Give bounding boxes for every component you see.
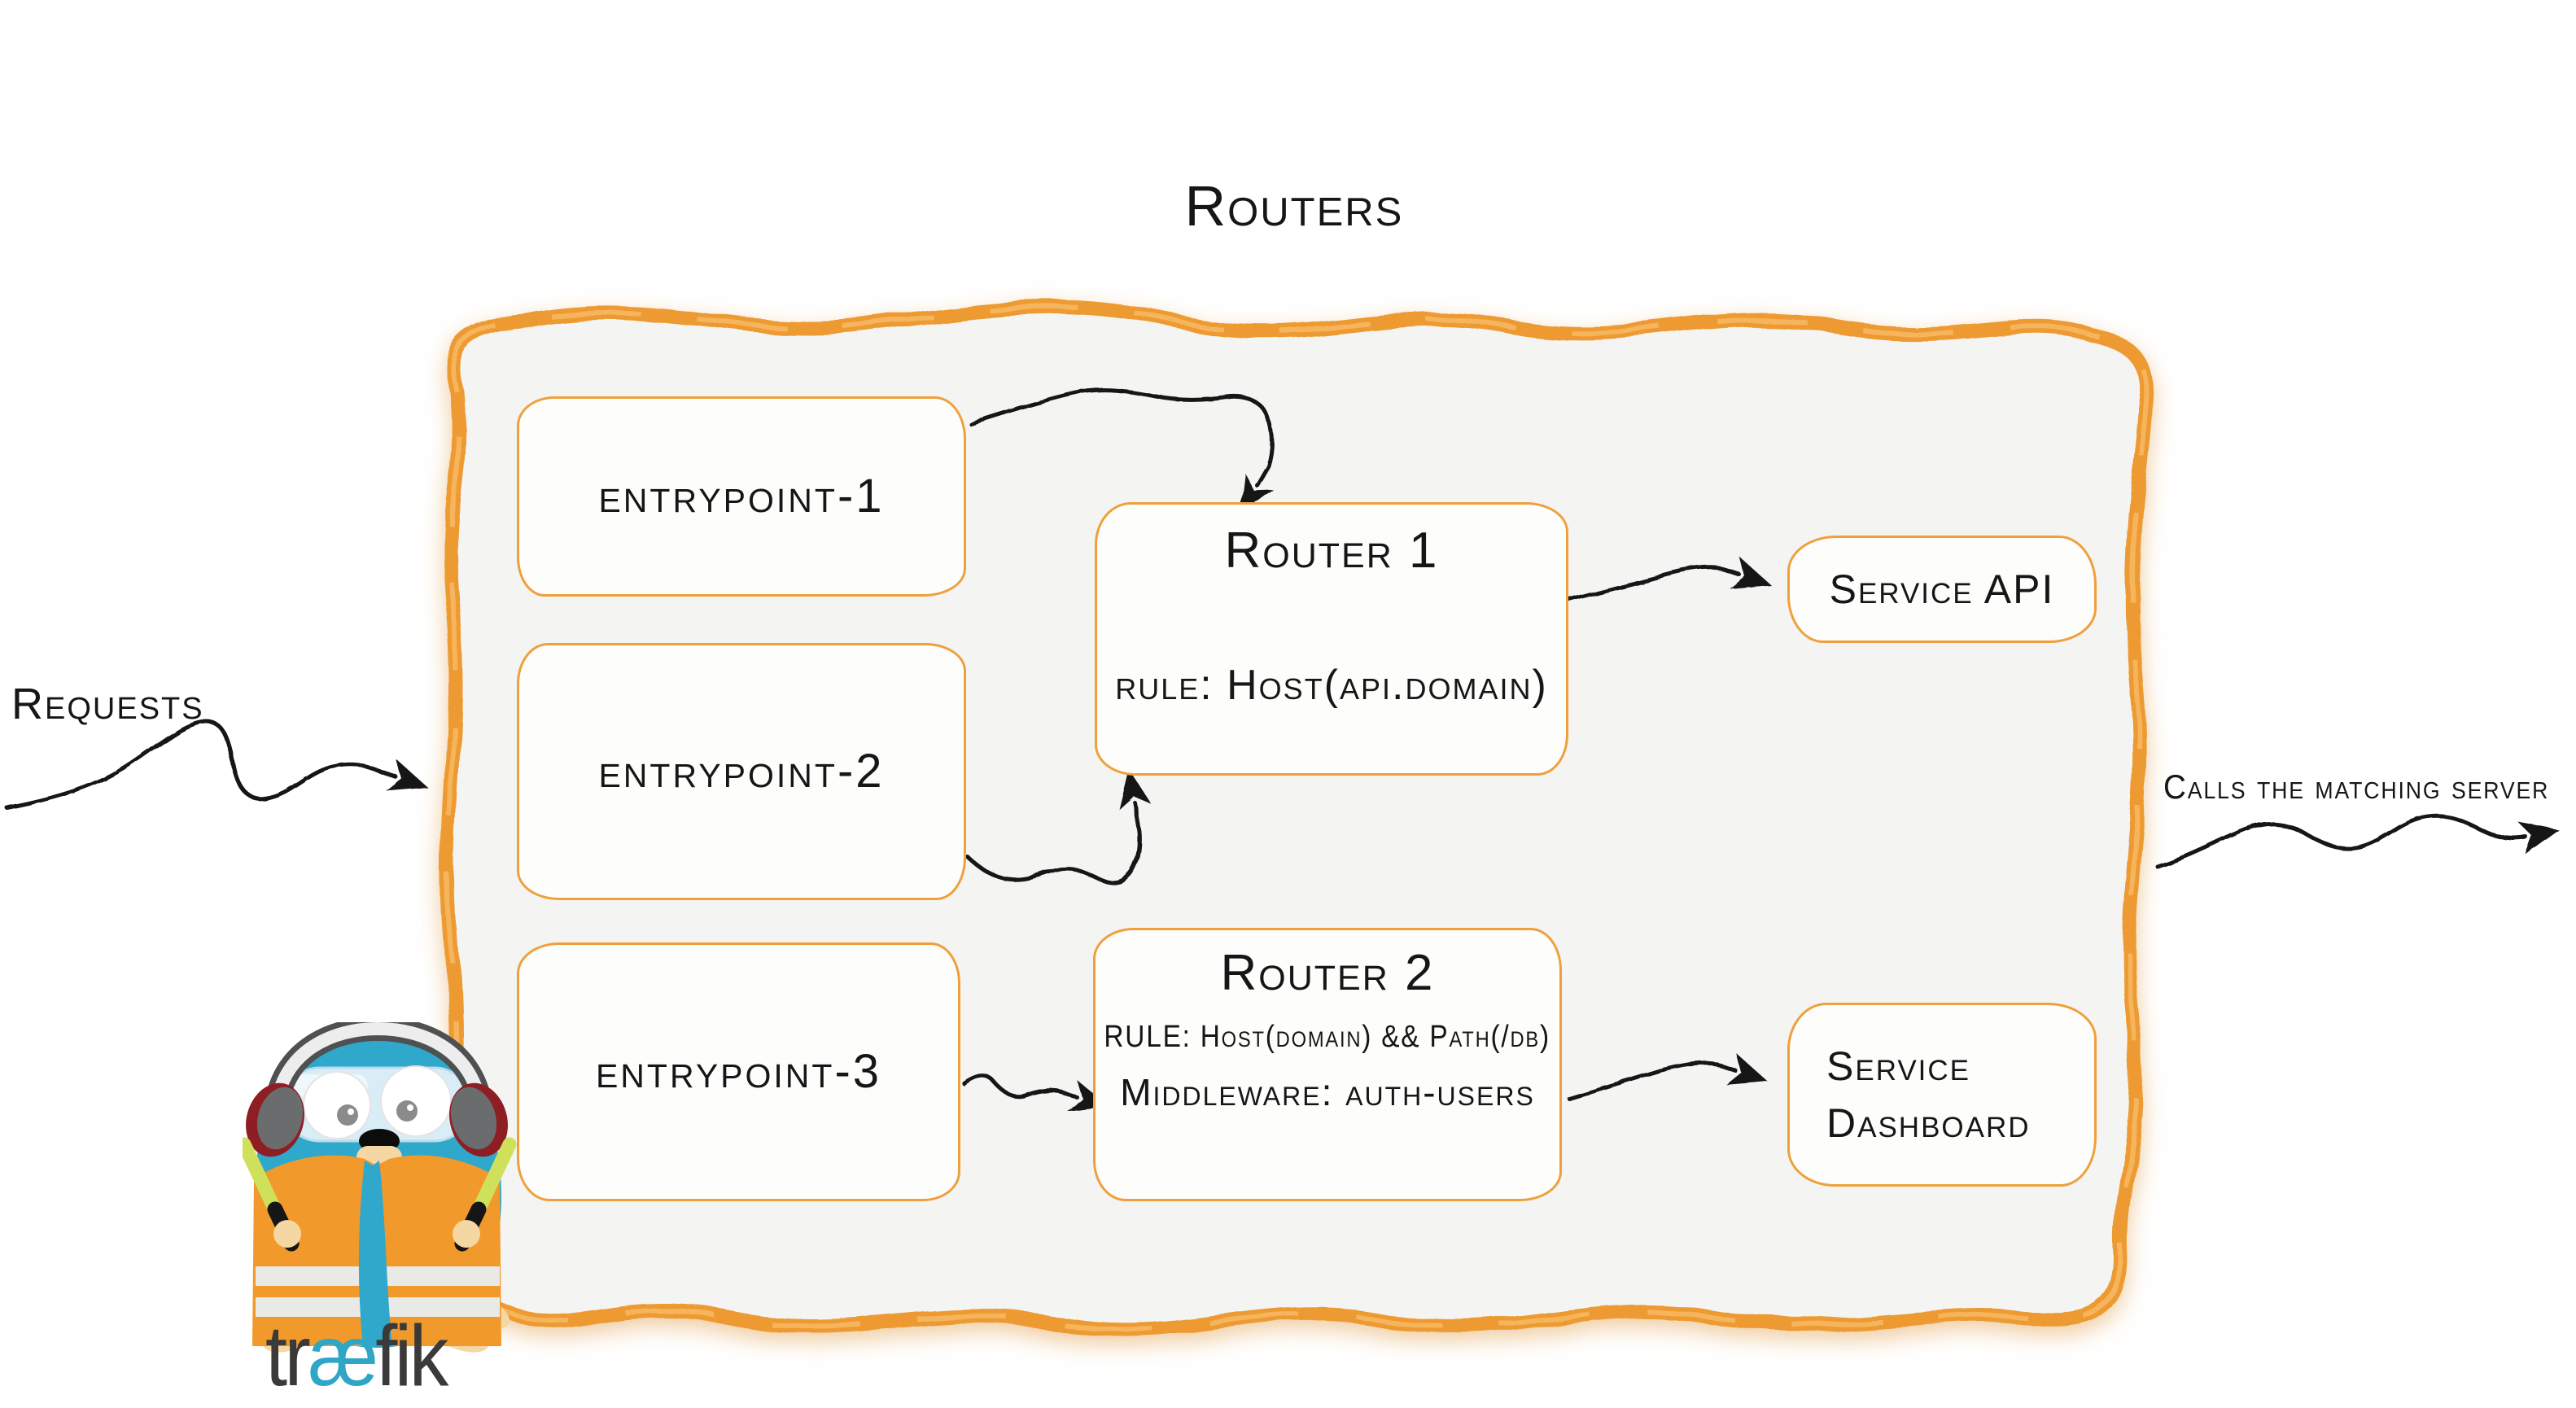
- router1-service-api-arrow: [1550, 557, 1771, 606]
- router-2-rule: RULE: Host(domain) && Path(/db): [1104, 1020, 1551, 1054]
- gopher-hand-right: [453, 1220, 480, 1248]
- service-dashboard-label-line1: Service: [1826, 1043, 1971, 1089]
- router-2-name: Router 2: [1220, 945, 1435, 1001]
- entrypoint2-router1-arrow: [964, 769, 1152, 885]
- calls-label: Calls the matching server: [2163, 767, 2550, 806]
- entrypoint-3-label: entrypoint-3: [595, 1045, 882, 1098]
- router-1-name: Router 1: [1224, 523, 1439, 579]
- gopher-pupil-left: [337, 1104, 358, 1126]
- page-title: Routers: [1184, 174, 1404, 238]
- gopher-pupil-right: [396, 1100, 418, 1122]
- headphone-cup-left: [256, 1087, 304, 1150]
- calls-arrow: [2154, 814, 2560, 868]
- gopher-hand-left: [273, 1220, 301, 1248]
- traefik-wordmark: træfik: [265, 1308, 448, 1404]
- gopher-eye-right: [380, 1065, 452, 1137]
- headphone-cup-right: [450, 1087, 497, 1150]
- pupil-glint-left: [348, 1108, 354, 1115]
- router-2-middleware: Middleware: auth-users: [1120, 1071, 1535, 1113]
- entrypoint-2-box: entrypoint-2: [517, 643, 966, 900]
- wordmark-fik: fik: [375, 1308, 448, 1404]
- entrypoint3-router2-arrow: [962, 1074, 1109, 1111]
- service-api-box: Service API: [1787, 536, 2097, 643]
- wordmark-ae: æ: [308, 1308, 378, 1404]
- entrypoint-1-label: entrypoint-1: [598, 470, 885, 523]
- entrypoint-3-box: entrypoint-3: [517, 942, 960, 1201]
- router-2-box: Router 2 RULE: Host(domain) && Path(/db)…: [1093, 928, 1562, 1201]
- headphones-band-inner: [270, 1022, 487, 1105]
- router2-service-dashboard-arrow: [1567, 1053, 1768, 1101]
- traefik-gopher-logo: [243, 1022, 517, 1353]
- vest-opening: [358, 1161, 392, 1346]
- service-api-label: Service API: [1829, 566, 2055, 612]
- entrypoint-1-box: entrypoint-1: [517, 396, 966, 597]
- wordmark-tr: tr: [265, 1308, 311, 1404]
- entrypoint1-router1-arrow: [968, 387, 1274, 514]
- requests-arrow: [4, 719, 428, 810]
- pupil-glint-right: [407, 1104, 413, 1111]
- entrypoint-2-label: entrypoint-2: [598, 745, 885, 798]
- service-dashboard-label-line2: Dashboard: [1826, 1100, 2031, 1146]
- gopher-eye-left: [303, 1071, 371, 1139]
- requests-label: Requests: [11, 680, 204, 728]
- service-dashboard-box: Service Dashboard: [1787, 1003, 2097, 1187]
- router-1-rule: rule: Host(api.domain): [1115, 662, 1548, 709]
- router-1-box: Router 1 rule: Host(api.domain): [1095, 502, 1568, 776]
